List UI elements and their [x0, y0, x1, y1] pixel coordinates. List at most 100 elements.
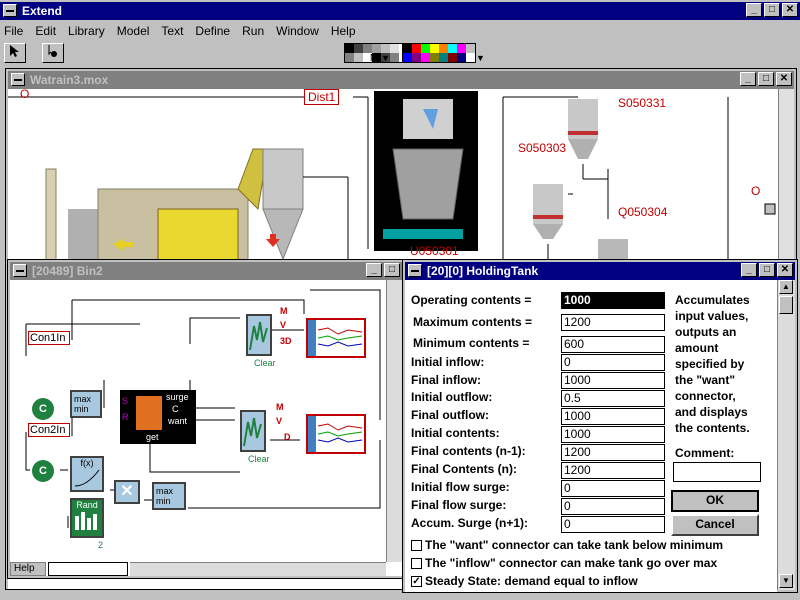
- steady-state-checkbox[interactable]: ✓ Steady State: demand equal to inflow: [411, 574, 638, 588]
- minimum-contents-field[interactable]: 600: [561, 336, 665, 353]
- menu-model[interactable]: Model: [116, 24, 150, 38]
- menu-help[interactable]: Help: [330, 24, 356, 38]
- scroll-thumb[interactable]: [779, 296, 793, 314]
- clear-label-2[interactable]: Clear: [248, 454, 270, 464]
- min-label-1: min: [74, 404, 89, 414]
- description-line: specified by: [675, 357, 745, 371]
- multiply-block-icon[interactable]: ✕: [114, 480, 140, 504]
- pointer-tool-icon[interactable]: [4, 43, 26, 63]
- dialog-maximize-button[interactable]: □: [759, 263, 775, 277]
- max-min-block-2[interactable]: max min: [152, 482, 186, 510]
- comment-field[interactable]: [673, 462, 761, 482]
- dialog-close-button[interactable]: ✕: [777, 263, 793, 277]
- initial-outflow-field[interactable]: 0.5: [561, 390, 665, 407]
- menu-file[interactable]: File: [4, 24, 24, 38]
- initial-contents-field[interactable]: 1000: [561, 426, 665, 443]
- bin2-help-button[interactable]: Help: [10, 562, 46, 576]
- model-vscroll[interactable]: [778, 89, 794, 269]
- accum-surge-field[interactable]: 0: [561, 516, 665, 533]
- dialog-minimize-button[interactable]: _: [741, 263, 757, 277]
- cancel-button[interactable]: Cancel: [671, 514, 759, 536]
- menu-edit[interactable]: Edit: [35, 24, 57, 38]
- dialog-system-menu-icon[interactable]: [408, 264, 422, 277]
- want-below-min-box[interactable]: [411, 539, 422, 551]
- system-menu-icon[interactable]: [3, 4, 17, 17]
- menu-run[interactable]: Run: [242, 24, 265, 38]
- s050303-label: S050303: [518, 141, 567, 155]
- bin2-maximize-button[interactable]: □: [384, 263, 400, 277]
- bin2-titlebar[interactable]: [20489] Bin2 _ □: [10, 262, 402, 280]
- menu-define[interactable]: Define: [195, 24, 231, 38]
- bin2-vscroll[interactable]: [386, 280, 402, 562]
- connector-tool-icon[interactable]: [42, 43, 64, 63]
- rand-label: Rand: [76, 500, 98, 510]
- plotter-block-2[interactable]: [306, 414, 366, 454]
- constant-block-1[interactable]: C: [32, 398, 54, 420]
- clear-label-1[interactable]: Clear: [254, 358, 276, 368]
- model-close-button[interactable]: ✕: [776, 72, 792, 86]
- con2in-label[interactable]: Con2In: [28, 423, 70, 437]
- function-block[interactable]: f(x): [70, 456, 104, 492]
- bin2-status-field: [48, 562, 128, 576]
- final-inflow-field[interactable]: 1000: [561, 372, 665, 389]
- initial-contents-label: Initial contents:: [411, 426, 500, 440]
- maximize-button[interactable]: □: [764, 3, 780, 17]
- toolbar: N ▼ ▼: [0, 41, 800, 65]
- rand-port-label: 2: [98, 540, 104, 550]
- initial-inflow-field[interactable]: 0: [561, 354, 665, 371]
- final-outflow-field[interactable]: 1000: [561, 408, 665, 425]
- comment-label: Comment:: [675, 446, 735, 460]
- inflow-over-max-box[interactable]: [411, 557, 422, 569]
- inflow-over-max-checkbox[interactable]: The "inflow" connector can make tank go …: [411, 556, 717, 570]
- description-line: the "want": [675, 373, 736, 387]
- initial-flow-surge-field[interactable]: 0: [561, 480, 665, 497]
- dialog-titlebar[interactable]: [20][0] HoldingTank _ □ ✕: [405, 262, 795, 280]
- pattern-dropdown-icon[interactable]: ▼: [381, 53, 390, 63]
- meter-block-1[interactable]: [246, 314, 272, 356]
- maximum-contents-label: Maximum contents =: [413, 315, 533, 329]
- rand-block[interactable]: Rand: [70, 498, 104, 538]
- plotter-block-1[interactable]: [306, 318, 366, 358]
- line-style-label[interactable]: N: [370, 53, 378, 64]
- close-button[interactable]: ✕: [782, 3, 798, 17]
- color-dropdown-icon[interactable]: ▼: [476, 53, 485, 63]
- final-flow-surge-field[interactable]: 0: [561, 498, 665, 515]
- model-window-titlebar[interactable]: Watrain3.mox _ □ ✕: [8, 71, 794, 89]
- bin2-minimize-button[interactable]: _: [366, 263, 382, 277]
- description-line: amount: [675, 341, 719, 355]
- bin2-system-menu-icon[interactable]: [13, 264, 27, 277]
- o-label-right: O: [751, 184, 761, 198]
- want-below-min-label: The "want" connector can take tank below…: [425, 538, 724, 552]
- dist1-label[interactable]: Dist1: [304, 89, 340, 105]
- bin2-canvas[interactable]: Con1In Con2In C C max min S R surge C wa…: [10, 280, 386, 562]
- meter-block-2[interactable]: [240, 410, 266, 452]
- scroll-up-icon[interactable]: ▲: [779, 280, 793, 294]
- final-contents-n-field[interactable]: 1200: [561, 462, 665, 479]
- want-below-min-checkbox[interactable]: The "want" connector can take tank below…: [411, 538, 723, 552]
- dialog-vscroll[interactable]: ▲ ▼: [777, 280, 795, 590]
- holding-tank-block[interactable]: S R surge C want get: [120, 390, 196, 444]
- menu-window[interactable]: Window: [276, 24, 319, 38]
- con1in-label[interactable]: Con1In: [28, 331, 70, 345]
- model-minimize-button[interactable]: _: [740, 72, 756, 86]
- s050331-label: S050331: [618, 96, 667, 110]
- menu-library[interactable]: Library: [68, 24, 105, 38]
- operating-contents-field[interactable]: 1000: [561, 292, 665, 309]
- ok-button[interactable]: OK: [671, 490, 759, 512]
- max-min-block-1[interactable]: max min: [70, 390, 102, 418]
- minimize-button[interactable]: _: [746, 3, 762, 17]
- maximum-contents-field[interactable]: 1200: [561, 314, 665, 331]
- constant-block-2[interactable]: C: [32, 460, 54, 482]
- block-description: Accumulates input values, outputs an amo…: [675, 292, 775, 436]
- final-contents-n1-field[interactable]: 1200: [561, 444, 665, 461]
- steady-state-box[interactable]: ✓: [411, 575, 422, 587]
- bin2-hscroll[interactable]: [130, 562, 386, 576]
- operating-contents-label: Operating contents =: [411, 293, 532, 307]
- max-label-1: max: [74, 394, 92, 404]
- color-palette[interactable]: [402, 43, 476, 63]
- scroll-down-icon[interactable]: ▼: [779, 574, 793, 588]
- model-maximize-button[interactable]: □: [758, 72, 774, 86]
- model-system-menu-icon[interactable]: [11, 73, 25, 86]
- menu-text[interactable]: Text: [161, 24, 184, 38]
- final-inflow-label: Final inflow:: [411, 373, 481, 387]
